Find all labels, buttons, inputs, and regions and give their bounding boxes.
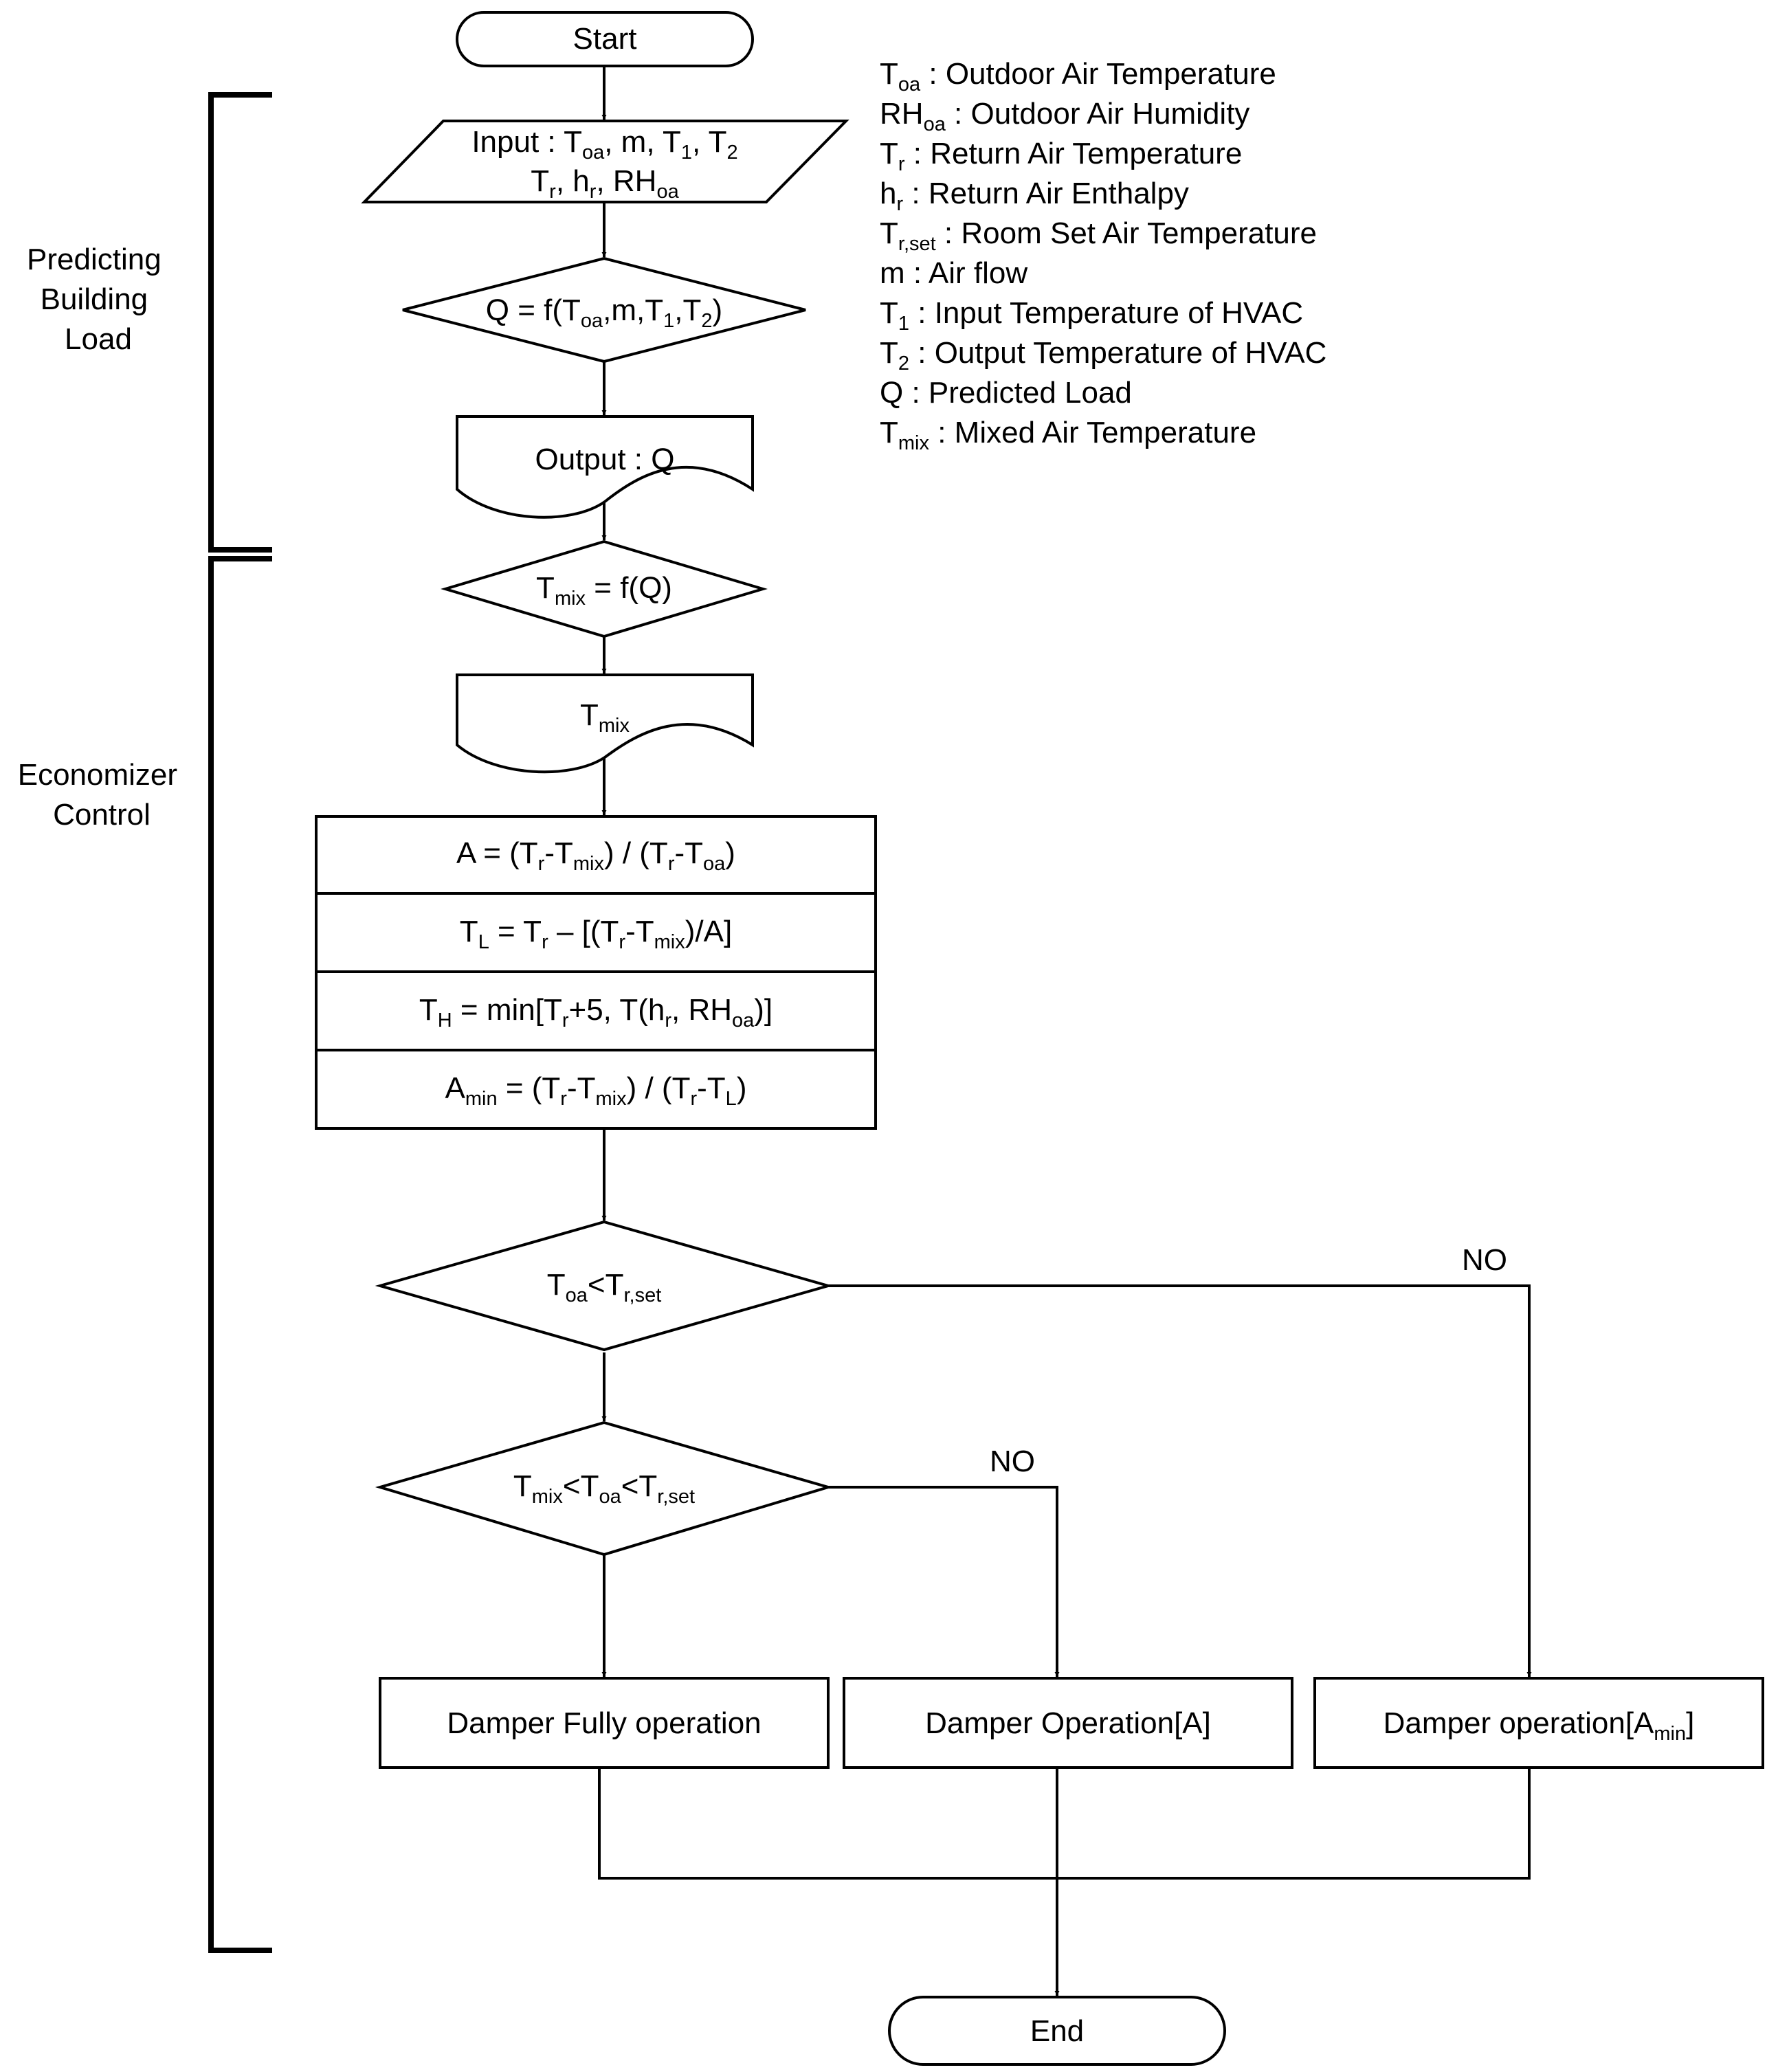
tmix-formula: Tmix = f(Q) xyxy=(536,571,672,610)
end-terminator: End xyxy=(888,1996,1226,2066)
legend-item: m : Air flow xyxy=(880,256,1027,290)
tmix-decision: Tmix = f(Q) xyxy=(441,539,768,638)
no-label-decision-1: NO xyxy=(1462,1243,1507,1277)
input-line-2: Tr, hr, RHoa xyxy=(531,164,679,203)
tmix-document: Tmix xyxy=(456,673,754,774)
phase-label-economizer: Economizer Control xyxy=(18,758,186,832)
no-branch-arrow xyxy=(828,1284,1532,1677)
variable-legend: Toa : Outdoor Air Temperature RHoa : Out… xyxy=(880,57,1326,454)
formula-damper-position: A = (Tr-Tmix) / (Tr-Toa) xyxy=(456,836,735,875)
legend-item: Tmix : Mixed Air Temperature xyxy=(880,416,1256,454)
merge-line xyxy=(598,1769,1531,1880)
legend-item: Toa : Outdoor Air Temperature xyxy=(880,57,1276,96)
mix-outdoor-setpoint-decision: Tmix<Toa<Tr,set xyxy=(375,1421,834,1557)
input-data-node: Input : Toa, m, T1, T2 Tr, hr, RHoa xyxy=(361,120,849,203)
legend-item: T1 : Input Temperature of HVAC xyxy=(880,296,1303,335)
outcome-damper-fully: Damper Fully operation xyxy=(379,1677,830,1769)
formula-min-damper: Amin = (Tr-Tmix) / (Tr-TL) xyxy=(445,1071,747,1110)
input-line-1: Input : Toa, m, T1, T2 xyxy=(471,125,737,164)
output-q-document: Output : Q xyxy=(456,415,754,519)
predict-load-decision: Q = f(Toa,m,T1,T2) xyxy=(402,256,806,364)
predict-load-formula: Q = f(Toa,m,T1,T2) xyxy=(486,293,722,332)
legend-item: T2 : Output Temperature of HVAC xyxy=(880,336,1326,375)
legend-item: hr : Return Air Enthalpy xyxy=(880,177,1189,215)
no-label-decision-2: NO xyxy=(990,1445,1035,1478)
outcome-damper-amin: Damper operation[Amin] xyxy=(1313,1677,1764,1769)
start-label: Start xyxy=(573,22,637,56)
outcome-damper-a: Damper Operation[A] xyxy=(843,1677,1293,1769)
outcome-damper-a-label: Damper Operation[A] xyxy=(925,1706,1211,1740)
economizer-phase-bracket xyxy=(208,556,272,1953)
legend-item: RHoa : Outdoor Air Humidity xyxy=(880,97,1249,135)
tmix-document-label: Tmix xyxy=(580,698,630,737)
start-terminator: Start xyxy=(456,11,754,67)
predicting-phase-bracket xyxy=(208,92,272,553)
end-label: End xyxy=(1030,2014,1084,2048)
outdoor-vs-setpoint-decision: Toa<Tr,set xyxy=(375,1220,834,1352)
output-q-label: Output : Q xyxy=(535,443,675,476)
legend-item: Q : Predicted Load xyxy=(880,376,1132,410)
decision-1-condition: Toa<Tr,set xyxy=(547,1268,662,1306)
no-branch-arrow xyxy=(828,1486,1060,1677)
decision-2-condition: Tmix<Toa<Tr,set xyxy=(513,1469,695,1508)
formula-low-limit: TL = Tr – [(Tr-Tmix)/A] xyxy=(460,915,732,953)
outcome-damper-amin-label: Damper operation[Amin] xyxy=(1383,1706,1695,1745)
legend-item: Tr : Return Air Temperature xyxy=(880,137,1242,175)
legend-item: Tr,set : Room Set Air Temperature xyxy=(880,216,1317,255)
outcome-damper-fully-label: Damper Fully operation xyxy=(447,1706,761,1740)
process-calculation-block: A = (Tr-Tmix) / (Tr-Toa) TL = Tr – [(Tr-… xyxy=(315,815,877,1130)
phase-label-predicting: Predicting Building Load xyxy=(27,243,170,356)
formula-high-limit: TH = min[Tr+5, T(hr, RHoa)] xyxy=(419,993,773,1032)
